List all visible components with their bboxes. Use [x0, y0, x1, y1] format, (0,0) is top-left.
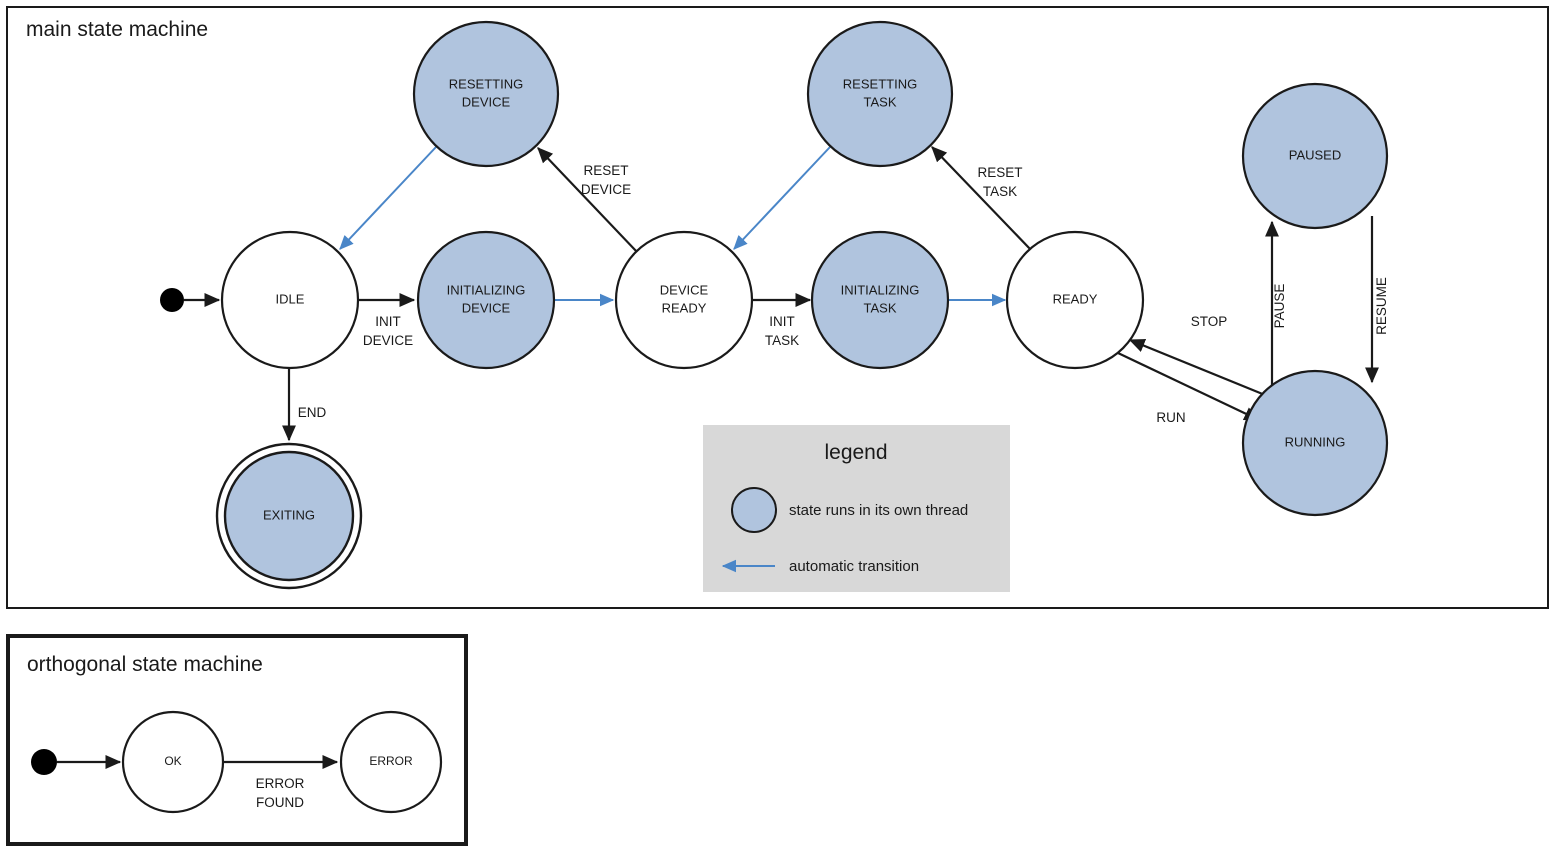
state-shape	[810, 230, 950, 370]
state-label-ok: OK	[164, 754, 181, 768]
transition-label-resume: RESUME	[1374, 277, 1389, 335]
transition-label-line: DEVICE	[363, 333, 413, 348]
transition-label-line: RESET	[977, 165, 1022, 180]
transition-label-line: RESET	[583, 163, 628, 178]
legend-item-thread-state: state runs in its own thread	[731, 487, 968, 533]
state-ok[interactable]: OK	[121, 710, 225, 814]
transition-label-init-task: INIT TASK	[765, 314, 799, 348]
transition-label-line: STOP	[1191, 314, 1228, 329]
state-shape	[1241, 82, 1389, 230]
state-resetting-device[interactable]: RESETTING DEVICE	[412, 20, 560, 168]
transition-label-line: DEVICE	[581, 182, 631, 197]
initial-state-dot	[160, 288, 184, 312]
state-label-device-ready: READY	[662, 300, 707, 315]
transition-label-line: PAUSE	[1272, 284, 1287, 329]
initial-state-dot	[31, 749, 57, 775]
transition-label-line: TASK	[765, 333, 799, 348]
legend-item-label-thread-state: state runs in its own thread	[789, 502, 968, 519]
legend-item-auto-transition: automatic transition	[721, 558, 919, 575]
state-shape	[1005, 230, 1145, 370]
state-label-idle: IDLE	[276, 291, 305, 306]
transition-label-reset-task: RESET TASK	[977, 165, 1022, 199]
transition-label-line: TASK	[983, 184, 1017, 199]
transition-stop	[1128, 338, 1266, 397]
state-shape	[339, 710, 443, 814]
legend-layer: legend state runs in its own thread automa…	[703, 425, 1010, 592]
state-exiting[interactable]: EXITING	[215, 442, 363, 590]
transition-label-stop: STOP	[1191, 314, 1228, 329]
transitions-layer	[223, 146, 1379, 769]
state-label-paused: PAUSED	[1289, 147, 1342, 162]
transition-label-end: END	[298, 405, 327, 420]
initial-markers-layer	[31, 288, 221, 775]
transition-run	[1117, 352, 1261, 421]
state-shape	[223, 450, 355, 582]
states-layer: IDLERESETTINGDEVICEINITIALIZINGDEVICEDEV…	[121, 20, 1389, 814]
state-shape	[614, 230, 754, 370]
state-resetting-task[interactable]: RESETTING TASK	[806, 20, 954, 168]
transition-label-line: ERROR	[256, 776, 305, 791]
state-label-initializing-task: INITIALIZING	[841, 282, 920, 297]
transition-label-error-found: ERROR FOUND	[256, 776, 305, 810]
orthogonal-initial	[31, 749, 122, 775]
transition-labels-layer: INIT DEVICE INIT TASK RESET DEVICE RESET TASK EN…	[256, 163, 1389, 810]
state-label-resetting-device: DEVICE	[462, 94, 511, 109]
legend-title: legend	[824, 441, 887, 464]
transition-label-line: INIT	[769, 314, 795, 329]
transition-reset-task	[931, 146, 1032, 251]
state-shape	[1241, 369, 1389, 517]
frame-title-main: main state machine	[26, 18, 208, 41]
legend-box: legend state runs in its own thread automa…	[703, 425, 1010, 592]
state-paused[interactable]: PAUSED	[1241, 82, 1389, 230]
main-initial	[160, 288, 221, 312]
state-shape	[220, 230, 360, 370]
state-shape	[412, 20, 560, 168]
transition-reset-device	[537, 147, 638, 253]
state-error[interactable]: ERROR	[339, 710, 443, 814]
transition-label-line: FOUND	[256, 795, 304, 810]
state-shape	[121, 710, 225, 814]
state-label-initializing-task: TASK	[864, 300, 897, 315]
state-label-resetting-task: RESETTING	[843, 76, 917, 91]
state-running[interactable]: RUNNING	[1241, 369, 1389, 517]
legend-thread-state-icon	[731, 487, 777, 533]
transition-label-reset-device: RESET DEVICE	[581, 163, 631, 197]
state-label-exiting: EXITING	[263, 507, 315, 522]
state-ready[interactable]: READY	[1005, 230, 1145, 370]
transition-label-line: END	[298, 405, 327, 420]
transition-auto-device-ready-2	[733, 146, 831, 250]
state-initializing-task[interactable]: INITIALIZING TASK	[810, 230, 950, 370]
state-label-resetting-task: TASK	[864, 94, 897, 109]
state-device-ready[interactable]: DEVICE READY	[614, 230, 754, 370]
legend-item-label-auto-transition: automatic transition	[789, 558, 919, 575]
state-label-ready: READY	[1053, 291, 1098, 306]
transition-label-pause: PAUSE	[1272, 284, 1287, 329]
state-label-initializing-device: INITIALIZING	[447, 282, 526, 297]
state-shape	[806, 20, 954, 168]
transition-label-init-device: INIT DEVICE	[363, 314, 413, 348]
transition-label-line: RESUME	[1374, 277, 1389, 335]
state-label-device-ready: DEVICE	[660, 282, 709, 297]
transition-label-run: RUN	[1156, 410, 1185, 425]
state-label-error: ERROR	[369, 754, 413, 768]
state-label-resetting-device: RESETTING	[449, 76, 523, 91]
frame-title-orthogonal: orthogonal state machine	[27, 653, 263, 676]
state-initializing-device[interactable]: INITIALIZING DEVICE	[416, 230, 556, 370]
state-idle[interactable]: IDLE	[220, 230, 360, 370]
state-shape	[416, 230, 556, 370]
state-label-running: RUNNING	[1285, 434, 1346, 449]
transition-auto-idle	[339, 146, 437, 250]
transition-label-line: RUN	[1156, 410, 1185, 425]
state-label-initializing-device: DEVICE	[462, 300, 511, 315]
transition-label-line: INIT	[375, 314, 401, 329]
